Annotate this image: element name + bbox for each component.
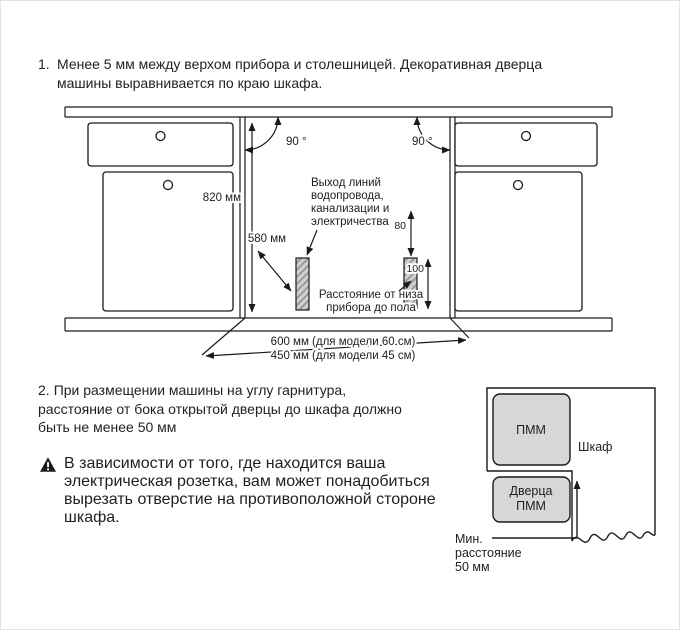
depth-dimension-label: 580 мм — [248, 233, 286, 245]
floor-clearance-note: Расстояние от низа прибора до пола — [317, 287, 426, 316]
width-dimension-arrow — [205, 336, 467, 360]
svg-text:расстояние: расстояние — [455, 546, 522, 560]
counter-inner-corner — [487, 470, 573, 541]
countertop — [64, 106, 613, 118]
right-door-front — [454, 171, 583, 312]
svg-text:водопровода,: водопровода, — [311, 190, 384, 202]
dishwasher-box — [492, 393, 571, 466]
angle-arc-left — [244, 116, 282, 154]
right-door-knob — [512, 179, 524, 191]
left-door-front — [102, 171, 234, 312]
svg-text:канализации и: канализации и — [311, 203, 389, 215]
floor-note-pointer-arrow — [398, 280, 412, 292]
dim-100-label: 100 — [406, 263, 424, 275]
warning-line: электрическая розетка, вам может понадоб… — [64, 473, 430, 490]
left-cabinet — [87, 122, 234, 312]
svg-text:Мин.: Мин. — [455, 532, 483, 546]
instruction-2-line: 2.При размещении машины на углу гарнитур… — [38, 382, 347, 398]
warning-line: шкафа. — [64, 509, 120, 526]
installation-diagram: 90 ° 90 ° 820 мм 580 мм Выход линий водо… — [64, 106, 613, 364]
dishwasher-door-box — [492, 476, 571, 523]
right-drawer-knob — [520, 130, 532, 142]
warning-icon — [40, 457, 56, 472]
dishwasher-door-label: ПММ — [516, 499, 546, 513]
svg-text:электричества: электричества — [311, 216, 389, 228]
corner-placement-diagram: ПММ Шкаф Дверца ПММ Мин. расстояние 50 м… — [455, 387, 656, 574]
instruction-2-number: 2. — [38, 382, 50, 398]
outlet-zone-left — [295, 257, 310, 311]
outlet-label: Выход линий водопровода, канализации и э… — [311, 177, 389, 228]
left-door-knob — [162, 179, 174, 191]
right-cabinet — [454, 122, 598, 312]
svg-text:50 мм: 50 мм — [455, 560, 490, 574]
instruction-2-line: быть не менее 50 мм — [38, 419, 177, 435]
svg-text:Расстояние от низа: Расстояние от низа — [319, 289, 424, 301]
floor — [64, 317, 613, 332]
dishwasher-door-label: Дверца — [510, 484, 553, 498]
instruction-1-line: Менее 5 мм между верхом прибора и столеш… — [57, 56, 543, 72]
svg-text:Выход линий: Выход линий — [311, 177, 381, 189]
niche-walls — [239, 117, 456, 318]
warning-line: вырезать отверстие на противоположной ст… — [64, 491, 436, 508]
width-label-45: 450 мм (для модели 45 см) — [271, 350, 416, 362]
depth-dimension-arrow — [257, 250, 292, 292]
instruction-1-line: машины выравнивается по краю шкафа. — [57, 74, 323, 91]
instruction-2: 2.При размещении машины на углу гарнитур… — [38, 381, 458, 437]
left-drawer-front — [87, 122, 234, 167]
warning-note: В зависимости от того, где находится ваш… — [40, 455, 440, 527]
cabinet-label: Шкаф — [578, 440, 612, 454]
instruction-1: 1. Менее 5 мм между верхом прибора и сто… — [38, 55, 628, 92]
counter-outline — [486, 387, 656, 535]
svg-text:прибора до пола: прибора до пола — [326, 302, 416, 314]
instruction-1-number: 1. — [38, 56, 50, 72]
warning-line: В зависимости от того, где находится ваш… — [64, 455, 386, 472]
height-dimension-label: 820 мм — [203, 192, 241, 204]
min-distance-label: Мин. расстояние 50 мм — [455, 532, 522, 574]
angle-label-left: 90 ° — [286, 136, 307, 148]
right-drawer-front — [454, 122, 598, 167]
dishwasher-label: ПММ — [516, 423, 546, 437]
angle-label-right: 90 ° — [412, 136, 433, 148]
outlet-pointer-arrow — [306, 229, 318, 256]
width-label-60: 600 мм (для модели 60 см) — [271, 336, 416, 348]
angle-arc-right — [413, 116, 451, 154]
left-drawer-knob — [155, 130, 166, 142]
dim-80-label: 80 — [394, 220, 406, 232]
break-edge — [571, 531, 656, 543]
instruction-2-line: расстояние от бока открытой дверцы до шк… — [38, 400, 402, 417]
